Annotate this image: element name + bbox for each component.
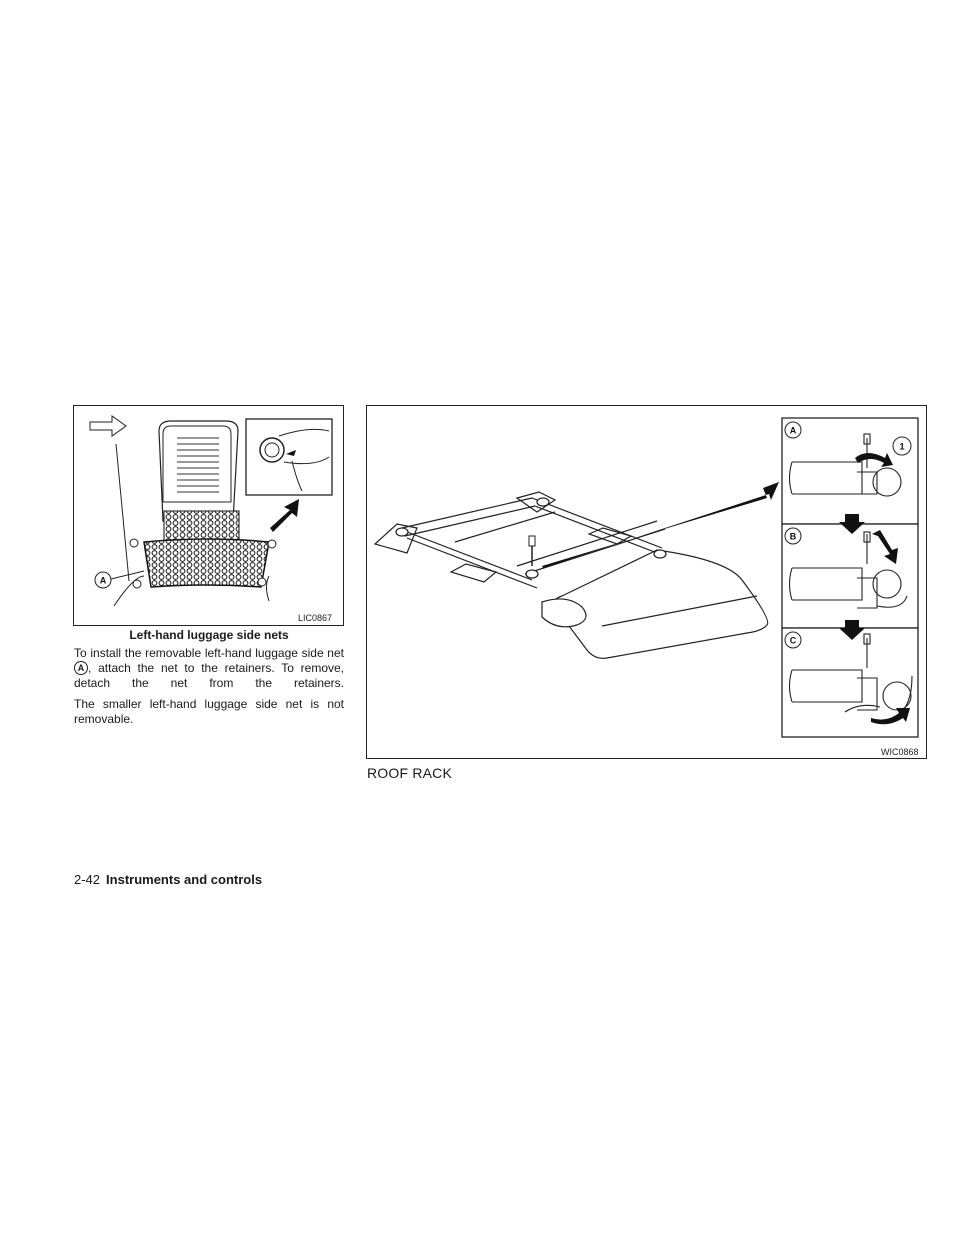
figure-code: LIC0867 [298, 613, 333, 623]
page-footer: 2-42 Instruments and controls [74, 872, 262, 887]
para1-text-end: , attach the net to the retainers. To re… [74, 661, 344, 690]
figure-caption: Left-hand luggage side nets [129, 628, 289, 642]
roof-rack-figure: A 1 B C WIC0868 [366, 405, 927, 759]
page-number: 2-42 [74, 872, 101, 887]
callout-c: C [790, 636, 797, 646]
callout-a-inline: A [74, 661, 88, 675]
roof-rack-illustration: A 1 B C [373, 417, 919, 738]
callout-1: 1 [899, 442, 904, 452]
body-paragraph-1: To install the removable left-hand lugga… [74, 646, 344, 706]
chapter-title: Instruments and controls [106, 872, 263, 887]
para1-text-start: To install the removable left-hand lugga… [74, 646, 344, 660]
callout-a: A [790, 426, 797, 436]
body-paragraph-2: The smaller left-hand luggage side net i… [74, 697, 344, 726]
callout-a: A [100, 576, 107, 586]
luggage-net-illustration: A [89, 415, 333, 607]
figure-code: WIC0868 [881, 747, 919, 757]
luggage-net-figure: A LIC0867 [73, 405, 344, 626]
callout-b: B [790, 532, 797, 542]
section-heading: ROOF RACK [367, 765, 453, 781]
